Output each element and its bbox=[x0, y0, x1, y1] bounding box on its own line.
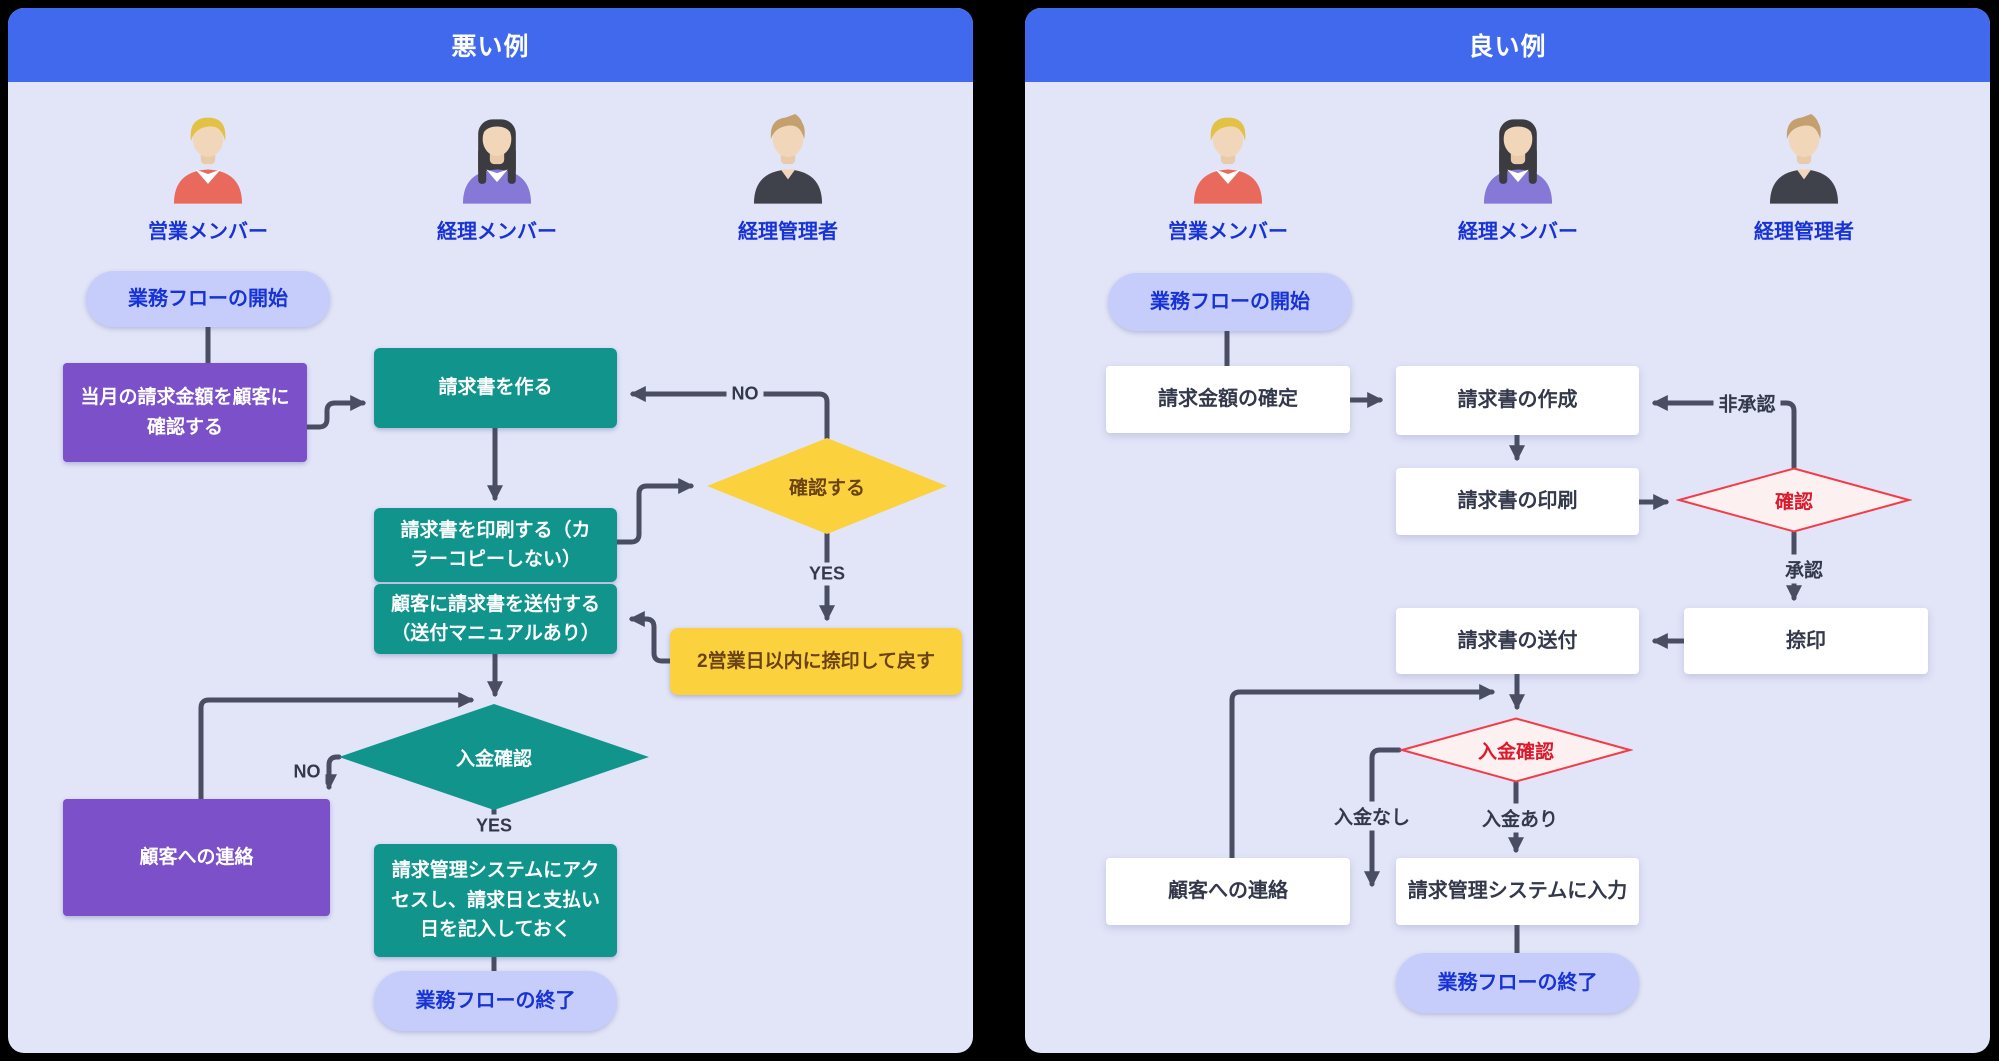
flow-end-node: 業務フローの終了 bbox=[374, 971, 617, 1031]
male-manager-avatar-icon bbox=[753, 114, 823, 204]
print-invoice-node: 請求書の印刷 bbox=[1396, 468, 1639, 535]
accounting-manager-label: 経理管理者 bbox=[1754, 221, 1854, 243]
edge-label-yes-top: YES bbox=[803, 562, 851, 586]
payment-check-decision-node: 入金確認 bbox=[1399, 717, 1633, 783]
edge-label-payment: 入金あり bbox=[1476, 803, 1564, 833]
flow-start-node: 業務フローの開始 bbox=[86, 271, 330, 327]
edge-label-yes-bottom: YES bbox=[470, 814, 518, 838]
send-invoice-node: 顧客に請求書を送付する （送付マニュアルあり） bbox=[374, 584, 617, 654]
fix-amount-node: 請求金額の確定 bbox=[1106, 366, 1350, 433]
good-panel-title: 良い例 bbox=[1468, 33, 1547, 61]
payment-check-label: 入金確認 bbox=[1477, 741, 1554, 763]
accounting-member-avatar bbox=[1475, 110, 1561, 204]
male-blond-avatar-icon bbox=[173, 117, 243, 204]
male-blond-avatar-icon bbox=[1193, 117, 1263, 204]
edge-label-approve: 承認 bbox=[1779, 554, 1829, 584]
alert-diamond-shape bbox=[1399, 717, 1633, 783]
good-panel-header: 良い例 bbox=[1025, 8, 1990, 82]
enter-system-node: 請求管理システムに入力 bbox=[1396, 858, 1639, 925]
bad-example-panel: 悪い例 営業メンバー 経理メン bbox=[8, 8, 973, 1053]
create-invoice-node: 請求書の作成 bbox=[1396, 366, 1639, 435]
female-avatar-icon bbox=[462, 119, 532, 204]
bad-panel-header: 悪い例 bbox=[8, 8, 973, 82]
flow-start-node: 業務フローの開始 bbox=[1108, 273, 1352, 331]
sales-member-avatar bbox=[165, 110, 251, 204]
enter-system-node: 請求管理システムにアク セスし、請求日と支払い 日を記入しておく bbox=[374, 844, 617, 957]
edge-label-no-bottom: NO bbox=[288, 760, 326, 784]
create-invoice-node: 請求書を作る bbox=[374, 348, 617, 428]
accounting-manager-avatar bbox=[745, 110, 831, 204]
flow-end-node: 業務フローの終了 bbox=[1396, 953, 1639, 1013]
stamp-return-node: 2営業日以内に捺印して戻す bbox=[670, 628, 962, 695]
payment-check-label: 入金確認 bbox=[455, 748, 532, 770]
send-invoice-node: 請求書の送付 bbox=[1396, 608, 1639, 674]
alert-diamond-shape bbox=[1676, 467, 1912, 533]
check-decision-label: 確認 bbox=[1774, 491, 1813, 513]
contact-customer-node: 顧客への連絡 bbox=[1106, 858, 1350, 925]
confirm-amount-node: 当月の請求金額を顧客に 確認する bbox=[63, 363, 307, 462]
accounting-member-label: 経理メンバー bbox=[1458, 221, 1578, 243]
edge-label-reject: 非承認 bbox=[1713, 388, 1781, 418]
accounting-manager-label: 経理管理者 bbox=[738, 221, 838, 243]
edge-label-no-payment: 入金なし bbox=[1328, 801, 1416, 831]
male-manager-avatar-icon bbox=[1769, 114, 1839, 204]
accounting-member-label: 経理メンバー bbox=[437, 221, 557, 243]
edge-label-no-top: NO bbox=[726, 382, 764, 406]
female-avatar-icon bbox=[1483, 119, 1553, 204]
check-decision-label: 確認する bbox=[788, 477, 865, 499]
check-decision-node: 確認する bbox=[707, 438, 947, 534]
accounting-manager-avatar bbox=[1761, 110, 1847, 204]
stamp-node: 捺印 bbox=[1684, 608, 1928, 674]
yellow-diamond-shape bbox=[707, 438, 947, 534]
bad-panel-title: 悪い例 bbox=[451, 33, 530, 61]
good-example-panel: 良い例 営業メンバー 経理メン bbox=[1025, 8, 1990, 1053]
print-invoice-node: 請求書を印刷する（カ ラーコピーしない） bbox=[374, 508, 617, 582]
contact-customer-node: 顧客への連絡 bbox=[63, 799, 330, 916]
accounting-member-avatar bbox=[454, 110, 540, 204]
sales-member-avatar bbox=[1185, 110, 1271, 204]
sales-member-label: 営業メンバー bbox=[1168, 221, 1288, 243]
payment-check-decision-node: 入金確認 bbox=[339, 704, 649, 810]
check-decision-node: 確認 bbox=[1676, 467, 1912, 533]
sales-member-label: 営業メンバー bbox=[148, 221, 268, 243]
teal-diamond-shape bbox=[339, 704, 649, 810]
